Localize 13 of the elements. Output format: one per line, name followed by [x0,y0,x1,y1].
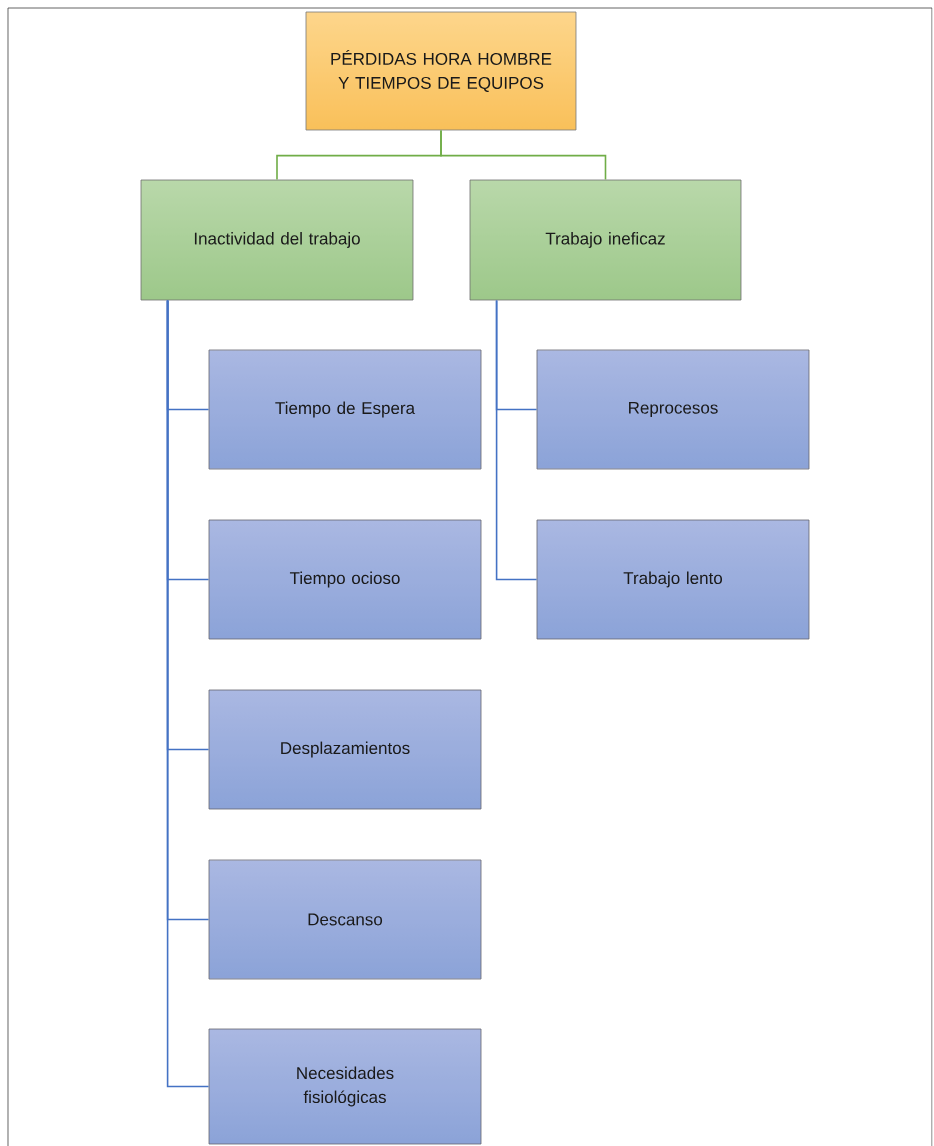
cause-box: Reprocesos [536,349,810,470]
cause-box: Descanso [208,859,482,980]
connector-line [495,299,538,581]
connector-line [166,299,210,1088]
cause-box: Tiempo ocioso [208,519,482,640]
root-box: PÉRDIDAS HORA HOMBRE Y TIEMPOS DE EQUIPOS [305,11,577,131]
cause-box: Trabajo lento [536,519,810,640]
cause-box: Tiempo de Espera [208,349,482,470]
connector-line [440,129,607,181]
cause-box: Desplazamientos [208,689,482,810]
cause-box: Necesidades fisiológicas [208,1028,482,1145]
category-box: Trabajo ineficaz [469,179,742,301]
category-box: Inactividad del trabajo [140,179,414,301]
